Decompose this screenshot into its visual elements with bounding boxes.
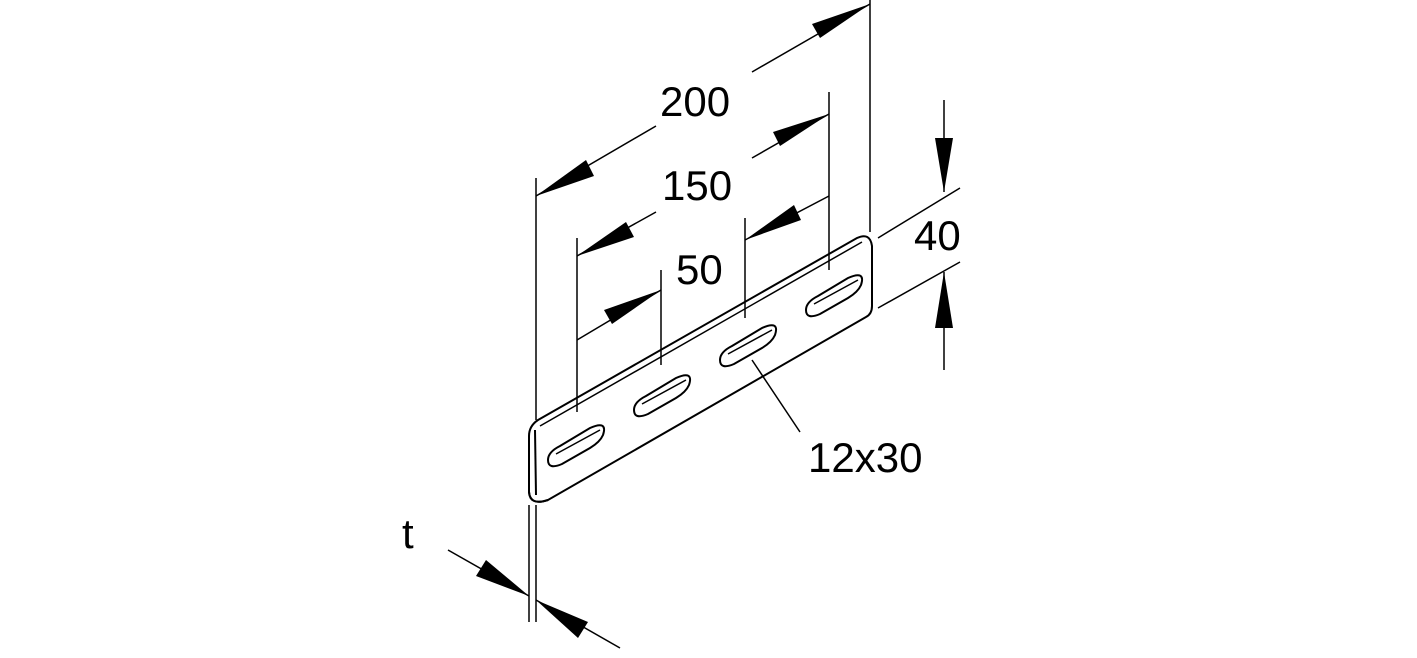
slot-4 [804, 274, 864, 318]
dimension-label-40: 40 [914, 212, 961, 259]
connector-plate [528, 235, 873, 503]
dimension-inner-hole-spacing: 50 [576, 195, 830, 341]
extension-lines [528, 0, 961, 622]
slot-3 [718, 324, 778, 368]
slot-size-label: 12x30 [808, 434, 922, 481]
dimension-outer-hole-spacing: 150 [576, 113, 830, 257]
slot-1 [546, 424, 606, 468]
thickness-label: t [402, 510, 414, 557]
dimension-overall-length: 200 [535, 3, 871, 197]
dimension-label-200: 200 [660, 78, 730, 125]
dimension-width: 40 [914, 100, 961, 370]
dimension-thickness: t [402, 510, 621, 649]
slot-2 [632, 374, 692, 418]
dimension-label-50: 50 [676, 246, 723, 293]
slot-size-callout: 12x30 [751, 359, 922, 481]
dimension-label-150: 150 [662, 162, 732, 209]
